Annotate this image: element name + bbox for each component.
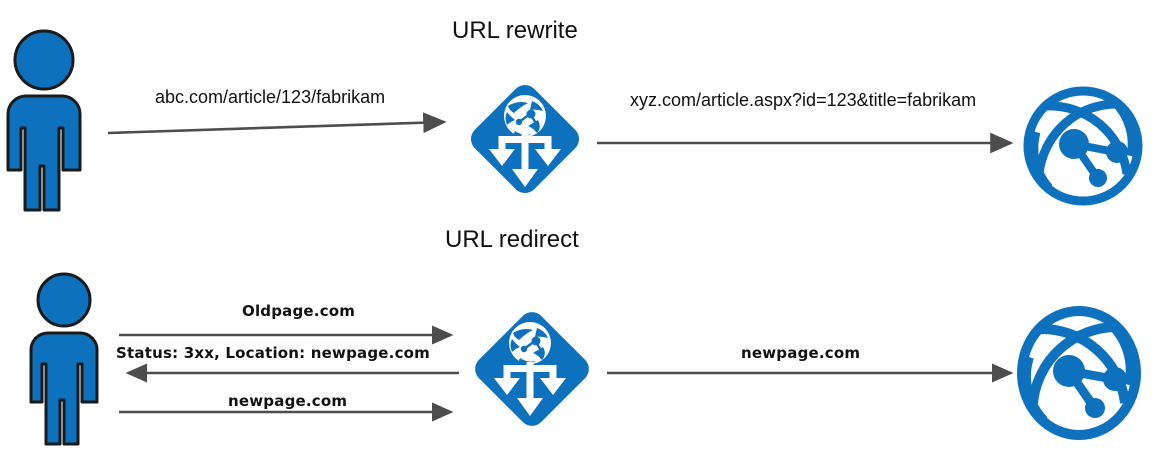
- redirect-internet-globe-icon: [1013, 303, 1151, 465]
- section-title-url-rewrite: URL rewrite: [452, 17, 578, 44]
- rewrite-client-person-icon: [0, 28, 98, 212]
- redirect-step1-label: Oldpage.com: [242, 302, 356, 320]
- redirect-backend-label: newpage.com: [741, 344, 861, 362]
- redirect-step2-label: Status: 3xx, Location: newpage.com: [116, 344, 430, 362]
- redirect-step2-arrow: [119, 363, 467, 383]
- redirect-client-person-icon: [18, 272, 110, 462]
- redirect-step3-label: newpage.com: [228, 392, 348, 410]
- redirect-step1-arrow: [119, 325, 467, 345]
- rewrite-internet-globe-icon: [1019, 82, 1147, 210]
- section-title-url-redirect: URL redirect: [445, 226, 579, 253]
- rewrite-request-arrow: [107, 112, 460, 147]
- rewrite-load-balancer-icon: [459, 73, 591, 205]
- redirect-backend-arrow: [607, 363, 1027, 383]
- rewrite-rewritten-label: xyz.com/article.aspx?id=123&title=fabrik…: [630, 90, 977, 110]
- rewrite-backend-arrow: [597, 132, 1027, 154]
- rewrite-request-label: abc.com/article/123/fabrikam: [155, 87, 386, 107]
- redirect-step3-arrow: [119, 402, 467, 422]
- redirect-load-balancer-icon: [464, 295, 596, 455]
